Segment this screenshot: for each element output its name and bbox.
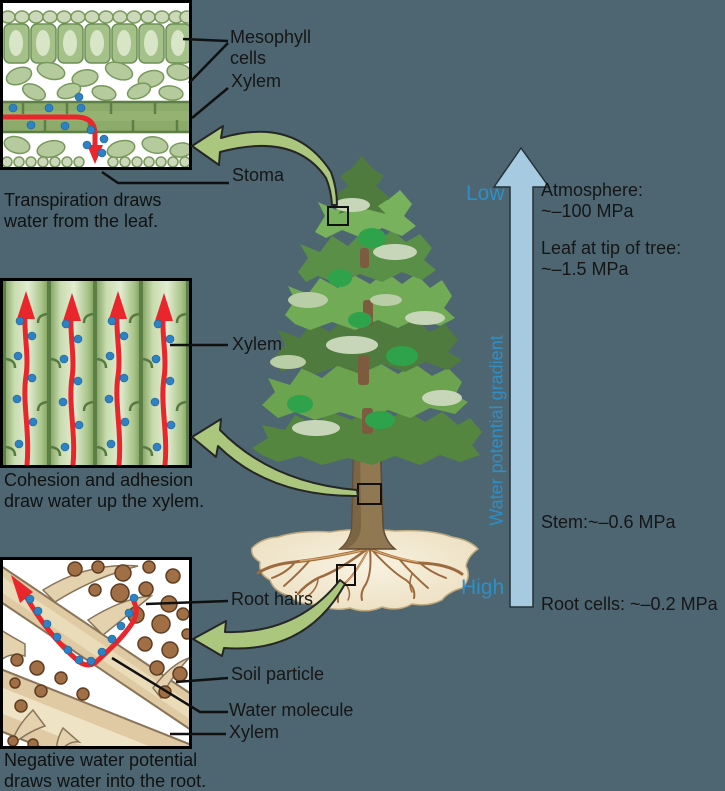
label-soil-particle: Soil particle — [231, 664, 325, 684]
reading-atmosphere: Atmosphere:~–100 MPa — [541, 180, 644, 221]
leaf-cross-section-inset — [0, 0, 192, 170]
root-soil-inset — [0, 557, 192, 749]
label-mesophyll-cells: Mesophyll cells — [230, 27, 312, 68]
water-flow-arrow — [3, 114, 98, 149]
water-molecule-dots — [25, 593, 139, 666]
reading-root-cells: Root cells: ~–0.2 MPa — [541, 594, 718, 614]
tree-trunk — [337, 437, 398, 550]
root-soil-art — [3, 560, 189, 746]
zoom-region-box-root — [336, 564, 356, 586]
label-stem-xylem: Xylem — [232, 334, 283, 354]
label-root-hairs: Root hairs — [231, 589, 314, 609]
reading-stem: Stem:~–0.6 MPa — [541, 512, 676, 532]
leaf-cross-section-art — [3, 10, 189, 167]
water-molecule-dots — [8, 92, 109, 158]
water-flow-arrows — [17, 291, 173, 465]
zoom-region-box-stem — [357, 483, 382, 505]
stem-callout-arrow — [191, 418, 359, 498]
reading-leaf-tip: Leaf at tip of tree:~–1.5 MPa — [541, 238, 682, 279]
label-root-xylem: Xylem — [229, 722, 280, 742]
water-molecule-dots — [12, 316, 176, 452]
stem-xylem-inset — [0, 278, 192, 468]
label-leaf-xylem: Xylem — [231, 71, 282, 91]
label-stoma: Stoma — [232, 165, 285, 185]
xylem-vessels-art — [3, 281, 189, 465]
stoma-epidermis-row — [3, 156, 189, 167]
tree-canopy — [252, 156, 482, 465]
label-water-molecule: Water molecule — [229, 700, 354, 720]
zoom-region-box-leaf — [327, 206, 349, 226]
gradient-low-label: Low — [466, 182, 505, 205]
gradient-axis-label: Water potential gradient — [486, 335, 507, 526]
gradient-high-label: High — [461, 576, 505, 599]
xylem-pit-marks — [5, 312, 187, 457]
